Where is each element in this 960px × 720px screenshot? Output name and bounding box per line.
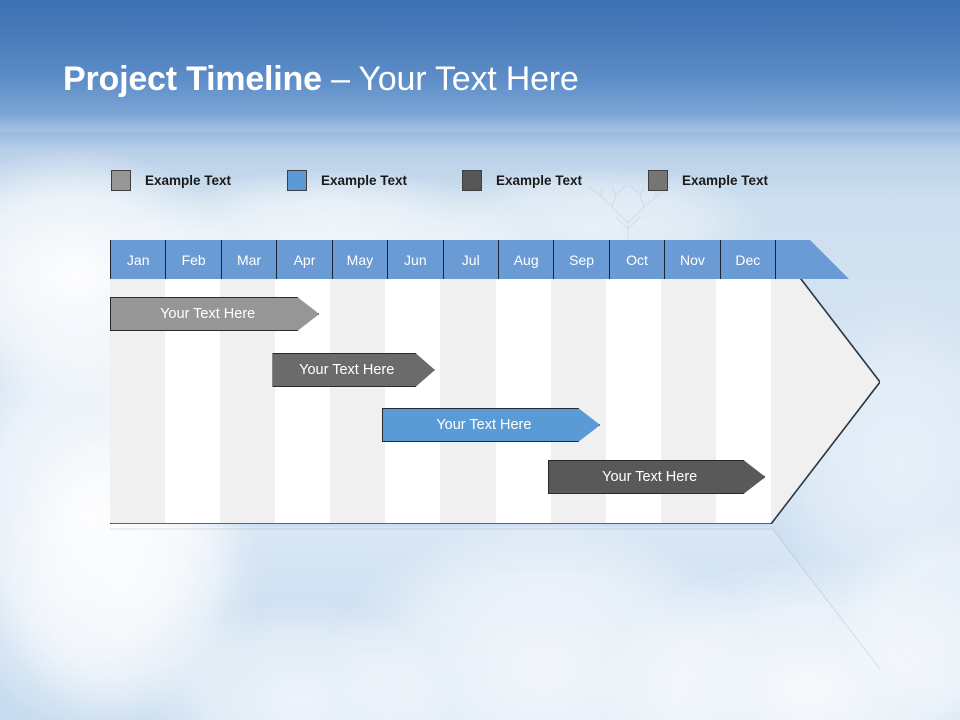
legend-item[interactable]: Example Text [462, 168, 582, 192]
gantt-bar-label: Your Text Here [602, 469, 698, 485]
page-title-bold: Project Timeline [63, 60, 322, 98]
title-banner [0, 0, 960, 132]
legend: Example Text Example Text Example Text E… [0, 168, 960, 196]
legend-color-swatch [648, 169, 668, 191]
gantt-bar-label: Your Text Here [160, 306, 256, 322]
grid-column-may [330, 279, 386, 523]
page-title-light: – Your Text Here [321, 60, 579, 98]
gantt-bar-label: Your Text Here [299, 362, 395, 378]
legend-color-swatch [111, 169, 131, 191]
month-cell-jun[interactable]: Jun [388, 240, 444, 279]
grid-column-jul [440, 279, 496, 523]
month-cell-mar[interactable]: Mar [221, 240, 278, 279]
gantt-bar[interactable]: Your Text Here [110, 297, 320, 331]
month-cell-oct[interactable]: Oct [609, 240, 666, 279]
gantt-bar[interactable]: Your Text Here [381, 408, 601, 442]
legend-item[interactable]: Example Text [648, 168, 768, 192]
page-title: Project Timeline – Your Text Here [63, 58, 579, 100]
gantt-bar[interactable]: Your Text Here [272, 353, 435, 387]
gantt-bar[interactable]: Your Text Here [547, 460, 766, 494]
month-cell-nov[interactable]: Nov [665, 240, 721, 279]
month-header-row: Jan Feb Mar Apr May Jun Jul Aug Sep Oct … [110, 240, 777, 279]
legend-color-swatch [287, 169, 307, 191]
month-cell-dec[interactable]: Dec [720, 240, 777, 279]
month-cell-feb[interactable]: Feb [166, 240, 222, 279]
gantt-chart: Jan Feb Mar Apr May Jun Jul Aug Sep Oct … [110, 240, 880, 524]
legend-item-label: Example Text [321, 172, 408, 188]
month-cell-jan[interactable]: Jan [110, 240, 167, 279]
legend-item-label: Example Text [145, 172, 232, 188]
month-cell-sep[interactable]: Sep [554, 240, 610, 279]
legend-item[interactable]: Example Text [111, 168, 231, 192]
month-cell-jul[interactable]: Jul [443, 240, 499, 279]
grid-column-aug [495, 279, 551, 523]
month-cell-aug[interactable]: Aug [498, 240, 555, 279]
gantt-bar-label: Your Text Here [436, 417, 532, 433]
legend-item-label: Example Text [496, 172, 583, 188]
legend-color-swatch [462, 169, 482, 191]
month-cell-apr[interactable]: Apr [277, 240, 333, 279]
legend-item-label: Example Text [682, 172, 769, 188]
grid-column-jun [385, 279, 441, 523]
legend-item[interactable]: Example Text [287, 168, 407, 192]
month-cell-may[interactable]: May [332, 240, 389, 279]
